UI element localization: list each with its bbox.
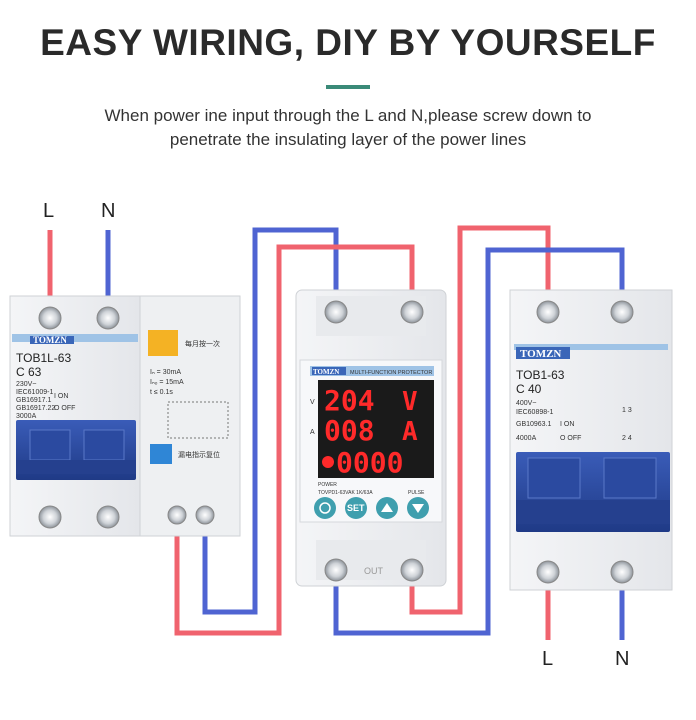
right-terminals-top: 1 3	[622, 407, 632, 414]
power-icon	[319, 502, 331, 514]
left-spec-2: GB16917.1	[16, 397, 52, 404]
right-brand: TOMZN	[520, 348, 561, 360]
left-top-screw-l[interactable]	[38, 306, 62, 330]
rcbo-to-protector-neutral	[202, 227, 339, 615]
rcd-text-1: Iₙ = 30mA	[150, 369, 181, 376]
left-rcbo-breaker: TOMZN TOB1L-63 C 63 230V~ IEC61009-1 GB1…	[9, 295, 241, 537]
right-spec-1: IEC60898-1	[516, 409, 553, 416]
output-l-label: L	[542, 648, 553, 670]
current-unit: A	[402, 417, 418, 447]
right-top-screw-l[interactable]	[536, 300, 560, 324]
status-led	[322, 456, 334, 468]
out-label: OUT	[364, 566, 384, 576]
protector-out-screw-n[interactable]	[324, 558, 348, 582]
right-top-screw-n[interactable]	[610, 300, 634, 324]
left-on-label: I ON	[54, 393, 68, 400]
output-n-label: N	[615, 648, 629, 670]
page-title: EASY WIRING, DIY BY YOURSELF	[40, 22, 656, 63]
left-top-screw-n[interactable]	[96, 306, 120, 330]
down-arrow-icon	[412, 504, 424, 513]
side-label-v: V	[310, 399, 315, 406]
left-bottom-screw-2[interactable]	[96, 505, 120, 529]
right-bottom-screw-l[interactable]	[536, 560, 560, 584]
left-model: TOB1L-63	[16, 351, 71, 365]
input-n-label: N	[101, 200, 115, 222]
protector-spec: TOVPD1-63VAK 1K/63A	[318, 490, 373, 496]
right-spec-3: 4000A	[516, 435, 537, 442]
third-reading: 0000	[336, 446, 403, 479]
protector-in-screw-n[interactable]	[324, 300, 348, 324]
left-brand: TOMZN	[33, 335, 67, 345]
protector-brand: TOMZN	[313, 368, 339, 376]
current-reading: 008	[324, 414, 375, 447]
right-mcb-breaker: TOMZN TOB1-63 C 40 400V~ IEC60898-1 GB10…	[509, 289, 673, 591]
reset-note: 漏电指示复位	[178, 450, 220, 459]
right-rating: C 40	[516, 382, 542, 396]
left-off-label: O OFF	[54, 405, 75, 412]
side-label-a: A	[310, 429, 315, 436]
left-spec-1: IEC61009-1	[16, 389, 53, 396]
right-spec-2: GB10963.1	[516, 421, 552, 428]
rcd-text-2: Iₙₒ = 15mA	[150, 379, 184, 386]
set-button-label: SET	[347, 503, 365, 513]
protector-name: MULTI-FUNCTION PROTECTOR	[350, 370, 432, 376]
left-bottom-screw-3[interactable]	[167, 505, 187, 525]
display-panel	[318, 380, 434, 478]
left-bottom-screw-1[interactable]	[38, 505, 62, 529]
reset-indicator	[150, 444, 172, 464]
right-bottom-screw-n[interactable]	[610, 560, 634, 584]
title-underline	[326, 85, 370, 89]
left-spec-4: 3000A	[16, 413, 37, 420]
subtitle-line-2: penetrate the insulating layer of the po…	[169, 130, 527, 149]
voltage-reading: 204	[324, 384, 375, 417]
right-spec-0: 400V~	[516, 400, 536, 407]
rcd-text-3: t ≤ 0.1s	[150, 389, 173, 396]
right-off-label: O OFF	[560, 435, 581, 442]
power-button[interactable]	[314, 497, 336, 519]
test-button[interactable]	[148, 330, 178, 356]
right-terminals-bottom: 2 4	[622, 435, 632, 442]
pulse-label: PULSE	[408, 490, 425, 496]
left-spec-3: GB16917.22	[16, 405, 55, 412]
up-arrow-icon	[381, 503, 393, 512]
subtitle-line-1: When power ine input through the L and N…	[104, 106, 592, 125]
subtitle: When power ine input through the L and N…	[40, 104, 656, 152]
test-note: 每月按一次	[185, 339, 220, 348]
power-label: POWER	[318, 482, 337, 488]
input-l-label: L	[43, 200, 54, 222]
left-spec-0: 230V~	[16, 381, 36, 388]
protector-out-screw-l[interactable]	[400, 558, 424, 582]
multi-function-protector: TOMZN MULTI-FUNCTION PROTECTOR V A 204 V…	[295, 289, 447, 587]
left-rating: C 63	[16, 365, 42, 379]
set-button[interactable]	[345, 497, 367, 519]
right-model: TOB1-63	[516, 368, 565, 382]
protector-to-breaker-live	[409, 225, 551, 615]
voltage-unit: V	[402, 387, 418, 417]
rcbo-to-protector-live	[174, 244, 415, 636]
left-bottom-screw-4[interactable]	[195, 505, 215, 525]
protector-to-breaker-neutral	[333, 247, 625, 636]
right-on-label: I ON	[560, 421, 574, 428]
protector-in-screw-l[interactable]	[400, 300, 424, 324]
